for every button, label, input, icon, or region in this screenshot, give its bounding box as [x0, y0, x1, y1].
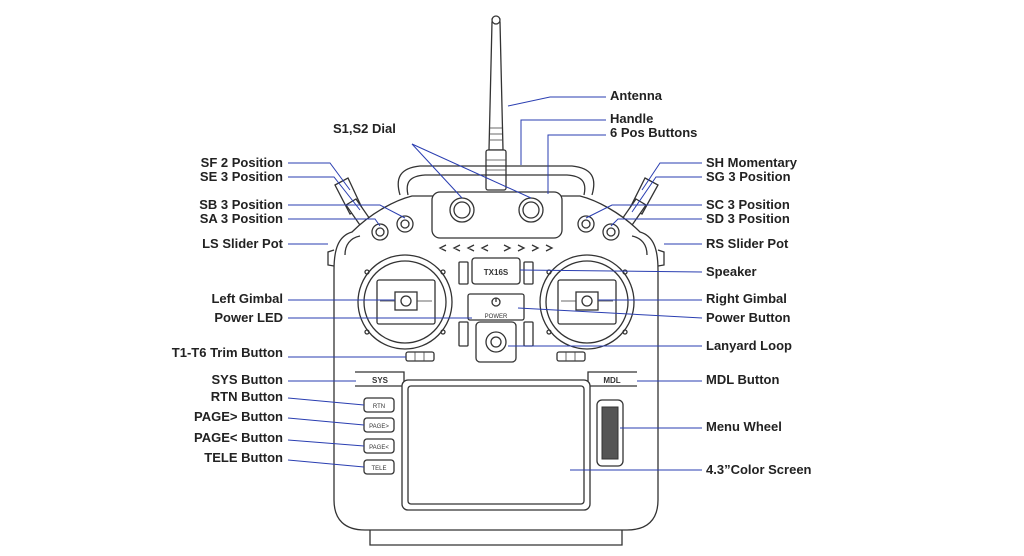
label-antenna: Antenna	[610, 88, 663, 103]
page-next-label: PAGE>	[369, 424, 389, 430]
round-switches	[371, 215, 620, 241]
label-rs: RS Slider Pot	[706, 236, 789, 251]
label-six-pos: 6 Pos Buttons	[610, 125, 697, 140]
model-badge: TX16S	[484, 268, 509, 277]
label-sc: SC 3 Position	[706, 197, 790, 212]
centre-panel: TX16S POWER	[458, 257, 534, 363]
leader-lines	[287, 96, 703, 471]
label-lanyard: Lanyard Loop	[706, 338, 792, 353]
label-sb: SB 3 Position	[199, 197, 283, 212]
label-sd: SD 3 Position	[706, 211, 790, 226]
label-mdl: MDL Button	[706, 372, 779, 387]
label-sys: SYS Button	[212, 372, 284, 387]
label-power-button: Power Button	[706, 310, 791, 325]
power-label: POWER	[485, 314, 508, 320]
label-se: SE 3 Position	[200, 169, 283, 184]
left-gimbal	[357, 254, 453, 350]
label-handle: Handle	[610, 111, 653, 126]
label-power-led: Power LED	[214, 310, 283, 325]
right-gimbal	[539, 254, 635, 350]
handle	[397, 165, 595, 196]
trim-buttons	[405, 351, 586, 362]
tele-label: TELE	[371, 466, 386, 472]
label-right-gimbal: Right Gimbal	[706, 291, 787, 306]
antenna	[485, 15, 507, 191]
label-trim: T1-T6 Trim Button	[172, 345, 283, 360]
s1-s2-dials	[431, 191, 563, 239]
sys-label: SYS	[372, 376, 389, 385]
label-page-prev: PAGE< Button	[194, 430, 283, 445]
label-sf: SF 2 Position	[201, 155, 283, 170]
label-tele: TELE Button	[204, 450, 283, 465]
page-prev-label: PAGE<	[369, 445, 389, 451]
rtn-label: RTN	[373, 404, 385, 410]
label-speaker: Speaker	[706, 264, 757, 279]
label-menu-wheel: Menu Wheel	[706, 419, 782, 434]
label-screen: 4.3”Color Screen	[706, 462, 812, 477]
label-s1s2: S1,S2 Dial	[333, 121, 396, 136]
label-left-gimbal: Left Gimbal	[211, 291, 283, 306]
color-screen	[401, 379, 591, 511]
label-page-next: PAGE> Button	[194, 409, 283, 424]
menu-wheel	[596, 399, 624, 467]
callout-labels: Antenna Handle 6 Pos Buttons S1,S2 Dial …	[172, 88, 812, 477]
label-ls: LS Slider Pot	[202, 236, 284, 251]
label-sh: SH Momentary	[706, 155, 798, 170]
label-sa: SA 3 Position	[200, 211, 283, 226]
label-sg: SG 3 Position	[706, 169, 791, 184]
mdl-label: MDL	[603, 376, 620, 385]
sys-mdl-row: SYS MDL	[355, 371, 637, 387]
label-rtn: RTN Button	[211, 389, 283, 404]
six-pos-buttons	[438, 244, 554, 252]
